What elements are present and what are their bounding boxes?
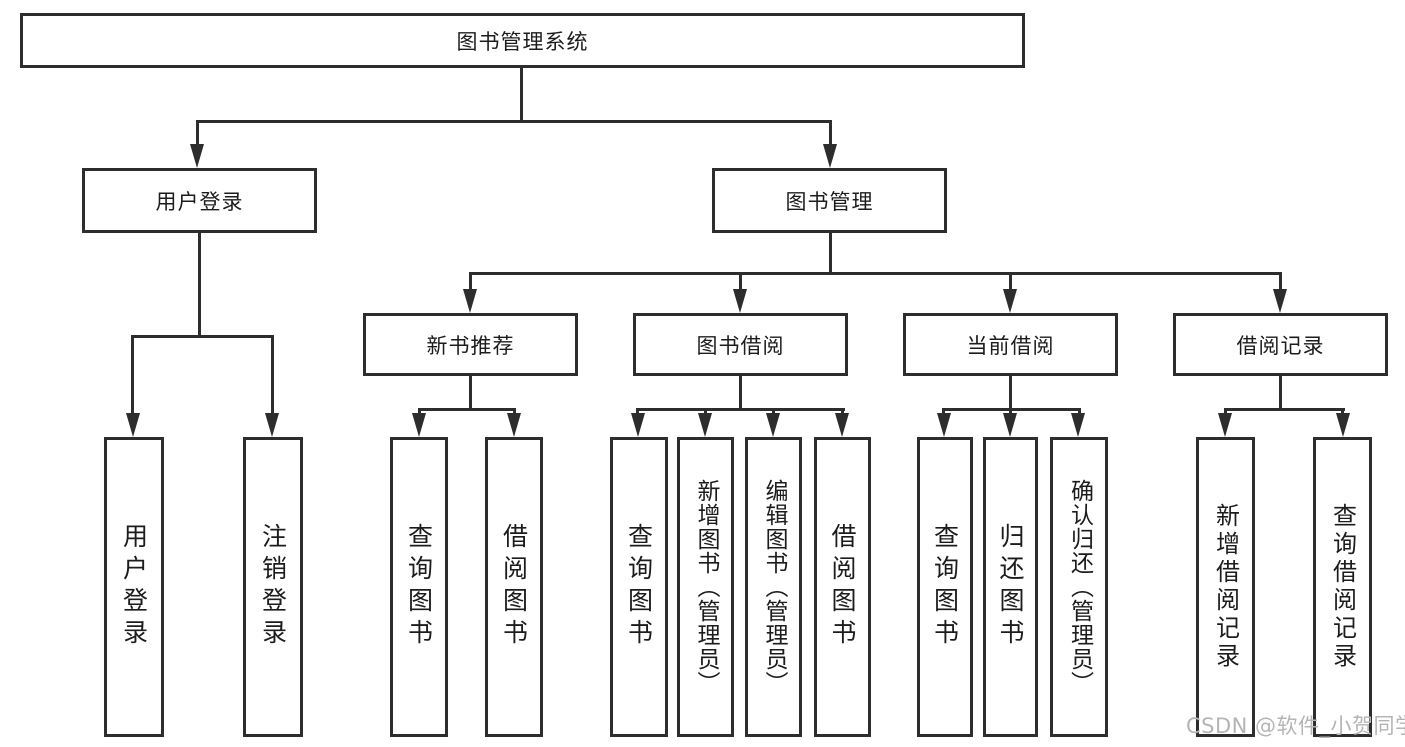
node-borrowing-records: 借阅记录 — [1173, 313, 1388, 376]
connector-book-mgmt-stem — [829, 233, 832, 274]
arrow-to-current-borrowing — [1003, 289, 1017, 313]
leaf-edit-books-admin-label: 编辑图书（管理员） — [761, 479, 787, 695]
connector-new-book-stem — [469, 376, 472, 410]
csdn-watermark: CSDN @软件_小贺同学 — [1186, 714, 1405, 738]
leaf-confirm-return-admin: 确认归还（管理员） — [1050, 437, 1108, 737]
node-current-borrowing-label: 当前借阅 — [966, 333, 1055, 358]
leaf-user-login: 用户登录 — [104, 437, 164, 737]
leaf-add-books-admin: 新增图书（管理员） — [677, 437, 734, 737]
leaf-newbook-borrow-books-label: 借阅图书 — [499, 523, 529, 651]
node-root: 图书管理系统 — [20, 13, 1025, 68]
connector-level3-rail — [469, 272, 1282, 275]
leaf-newbook-query-books: 查询图书 — [390, 437, 448, 737]
connector-root-stem — [520, 68, 523, 123]
leaf-add-books-admin-label: 新增图书（管理员） — [693, 479, 719, 695]
node-book-management: 图书管理 — [712, 168, 947, 233]
arrow-bookborrow-leaf-2 — [698, 413, 712, 437]
node-current-borrowing: 当前借阅 — [903, 313, 1118, 376]
connector-level3-drop-2 — [739, 272, 742, 290]
connector-level2-drop-right — [829, 120, 832, 146]
arrow-bookborrow-leaf-1 — [631, 413, 645, 437]
connector-book-borrow-drop-2 — [704, 408, 707, 415]
connector-level2-drop-left — [196, 120, 199, 146]
node-book-borrowing-label: 图书借阅 — [696, 333, 785, 358]
leaf-user-login-label: 用户登录 — [119, 523, 149, 651]
arrow-newbook-leaf-1 — [412, 413, 426, 437]
leaf-confirm-return-admin-label: 确认归还（管理员） — [1066, 479, 1093, 695]
connector-current-borrow-drop-1 — [942, 408, 945, 415]
leaf-borrow-borrow-books: 借阅图书 — [814, 437, 871, 737]
connector-current-borrow-drop-2 — [1009, 408, 1012, 415]
arrow-currentborrow-leaf-2 — [1003, 413, 1017, 437]
leaf-borrow-query-books-label: 查询图书 — [624, 523, 654, 651]
connector-user-login-stem — [198, 233, 201, 337]
node-user-login-label: 用户登录 — [155, 189, 244, 214]
node-book-management-label: 图书管理 — [785, 189, 874, 214]
leaf-return-books: 归还图书 — [983, 437, 1038, 737]
connector-book-borrow-drop-1 — [636, 408, 639, 415]
leaf-borrow-query-books: 查询图书 — [610, 437, 668, 737]
connector-user-login-drop-1 — [131, 335, 134, 415]
connector-level3-drop-1 — [469, 272, 472, 290]
arrow-currentborrow-leaf-3 — [1071, 413, 1085, 437]
arrow-bookborrow-leaf-3 — [766, 413, 780, 437]
connector-records-stem — [1279, 376, 1282, 410]
connector-records-drop-1 — [1224, 408, 1227, 415]
node-borrowing-records-label: 借阅记录 — [1236, 333, 1325, 358]
connector-new-book-drop-2 — [513, 408, 516, 415]
connector-current-borrow-drop-3 — [1078, 408, 1081, 415]
arrow-to-borrowing-records — [1273, 289, 1287, 313]
connector-user-login-rail — [131, 335, 274, 338]
leaf-newbook-query-books-label: 查询图书 — [404, 523, 434, 651]
leaf-add-borrow-record-label: 新增借阅记录 — [1211, 503, 1240, 671]
connector-book-borrow-drop-3 — [772, 408, 775, 415]
leaf-query-borrow-record-label: 查询借阅记录 — [1328, 503, 1357, 671]
arrow-records-leaf-1 — [1218, 413, 1232, 437]
connector-new-book-drop-1 — [418, 408, 421, 415]
connector-current-borrow-stem — [1009, 376, 1012, 410]
connector-new-book-rail — [418, 408, 516, 411]
connector-records-drop-2 — [1341, 408, 1344, 415]
leaf-current-query-books-label: 查询图书 — [930, 523, 960, 651]
arrow-to-new-book-recommend — [463, 289, 477, 313]
arrow-newbook-leaf-2 — [507, 413, 521, 437]
arrow-currentborrow-leaf-1 — [937, 413, 951, 437]
leaf-current-query-books: 查询图书 — [917, 437, 973, 737]
arrow-bookborrow-leaf-4 — [835, 413, 849, 437]
connector-user-login-drop-2 — [271, 335, 274, 415]
connector-level3-drop-4 — [1279, 272, 1282, 290]
connector-records-rail — [1224, 408, 1345, 411]
arrow-to-book-management — [823, 144, 837, 168]
connector-book-borrow-drop-4 — [841, 408, 844, 415]
node-new-book-recommend-label: 新书推荐 — [426, 333, 515, 358]
node-root-label: 图书管理系统 — [456, 29, 589, 54]
node-new-book-recommend: 新书推荐 — [363, 313, 578, 376]
leaf-logout-label: 注销登录 — [258, 523, 288, 651]
arrow-to-logout-leaf — [265, 413, 279, 437]
arrow-records-leaf-2 — [1336, 413, 1350, 437]
leaf-query-borrow-record: 查询借阅记录 — [1313, 437, 1372, 737]
leaf-return-books-label: 归还图书 — [996, 523, 1025, 651]
node-user-login: 用户登录 — [82, 168, 317, 233]
connector-book-borrow-stem — [739, 376, 742, 410]
leaf-logout: 注销登录 — [243, 437, 303, 737]
connector-book-borrow-rail — [636, 408, 845, 411]
leaf-edit-books-admin: 编辑图书（管理员） — [745, 437, 802, 737]
connector-level3-drop-3 — [1009, 272, 1012, 290]
arrow-to-user-login — [190, 144, 204, 168]
arrow-to-book-borrowing — [733, 289, 747, 313]
leaf-borrow-borrow-books-label: 借阅图书 — [828, 523, 857, 651]
connector-level2-rail — [196, 120, 832, 123]
node-book-borrowing: 图书借阅 — [633, 313, 848, 376]
arrow-to-login-leaf — [126, 413, 140, 437]
leaf-newbook-borrow-books: 借阅图书 — [485, 437, 543, 737]
leaf-add-borrow-record: 新增借阅记录 — [1196, 437, 1255, 737]
